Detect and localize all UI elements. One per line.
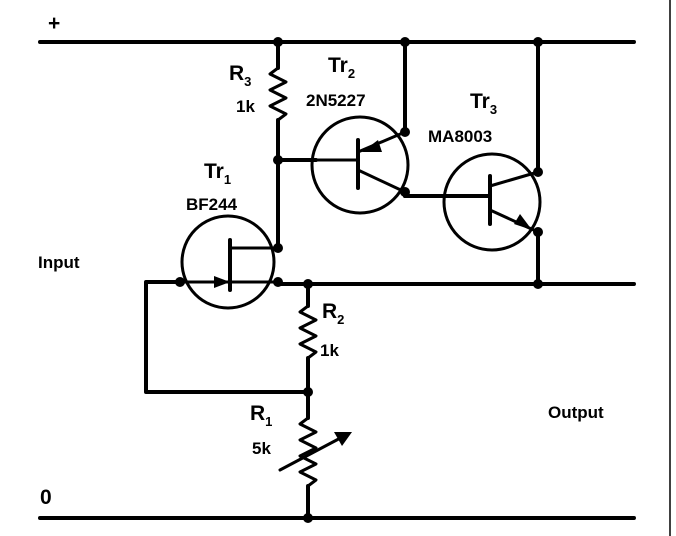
input-loop — [144, 280, 310, 394]
output-label: Output — [548, 403, 604, 422]
r1-value: 5k — [252, 439, 271, 458]
r1-ref: R1 — [250, 402, 272, 429]
tr1-ref: Tr1 — [204, 160, 231, 187]
junction-dots — [175, 37, 543, 523]
input-label: Input — [38, 253, 80, 272]
ground-rail-label: 0 — [40, 486, 52, 509]
resistor-r2 — [298, 282, 318, 420]
transistor-tr2 — [310, 40, 410, 215]
tr2-part: 2N5227 — [306, 91, 366, 110]
tr1-part: BF244 — [186, 195, 238, 214]
resistor-r3 — [268, 40, 288, 162]
r3-value: 1k — [236, 97, 255, 116]
transistor-tr3 — [442, 40, 542, 286]
transistor-tr1 — [178, 214, 280, 310]
tr2-ref: Tr2 — [328, 54, 355, 81]
positive-rail-label: + — [48, 12, 60, 35]
resistor-r1 — [278, 416, 352, 520]
r3-ref: R3 — [229, 62, 251, 89]
r2-value: 1k — [320, 341, 339, 360]
r2-ref: R2 — [322, 300, 344, 327]
tr3-part: MA8003 — [428, 127, 492, 146]
tr3-ref: Tr3 — [470, 90, 497, 117]
